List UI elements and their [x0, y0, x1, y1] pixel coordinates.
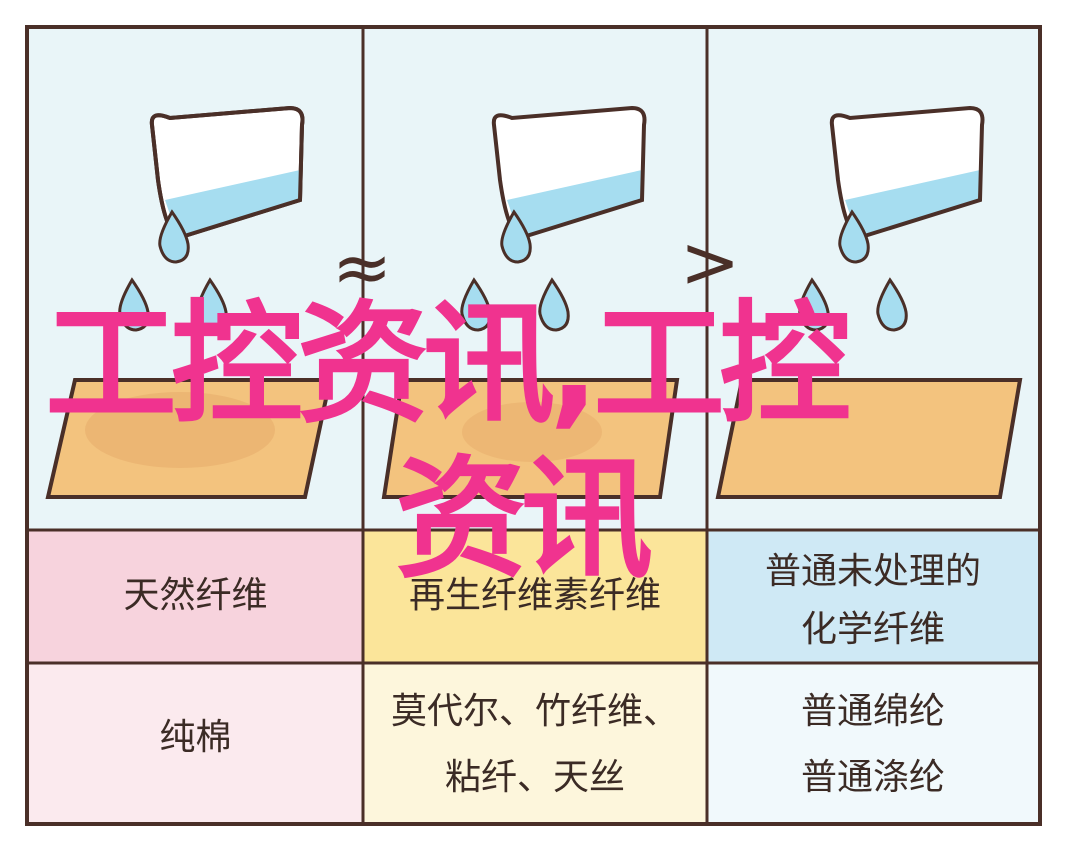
watermark-line-2: 资讯 [395, 443, 653, 597]
drop-icon [158, 209, 190, 264]
approx-equal-symbol: ≈ [332, 225, 392, 309]
wet-spot [462, 402, 602, 462]
drop-icon [118, 277, 150, 332]
category-3-bg [708, 531, 1038, 662]
category-1-bg [29, 531, 362, 662]
category-1-label: 天然纤维 [123, 575, 268, 616]
panel-3-illustration [715, 105, 1023, 499]
wet-spot [85, 392, 275, 468]
example-1-bg [29, 664, 362, 822]
greater-than-symbol: > [680, 220, 740, 304]
example-2-line2: 粘纤、天丝 [444, 757, 625, 798]
drop-icon [500, 209, 532, 264]
example-3-line1: 普通绵纶 [800, 691, 945, 732]
cup-icon [149, 105, 305, 241]
drop-icon [838, 209, 870, 264]
example-3-bg [708, 664, 1038, 822]
example-1-line1: 纯棉 [159, 717, 232, 758]
board-shape [715, 378, 1023, 499]
category-3-label-line1: 普通未处理的 [764, 551, 981, 592]
drop-icon [876, 277, 908, 332]
watermark-line-1: 工控资讯,工控 [45, 288, 851, 442]
example-3-line2: 普通涤纶 [800, 757, 945, 798]
example-2-line1: 莫代尔、竹纤维、 [390, 691, 679, 732]
drop-icon [538, 277, 570, 332]
example-2-bg [364, 664, 706, 822]
panel-2-illustration [381, 105, 680, 499]
category-2-bg [364, 531, 706, 662]
drop-icon [798, 277, 830, 332]
drop-icon [196, 277, 228, 332]
category-2-label: 再生纤维素纤维 [408, 575, 661, 616]
panel-1-illustration [45, 105, 333, 499]
cup-icon [829, 105, 985, 241]
drop-icon [460, 277, 492, 332]
cup-icon [491, 105, 647, 241]
category-3-label-line2: 化学纤维 [800, 609, 945, 650]
